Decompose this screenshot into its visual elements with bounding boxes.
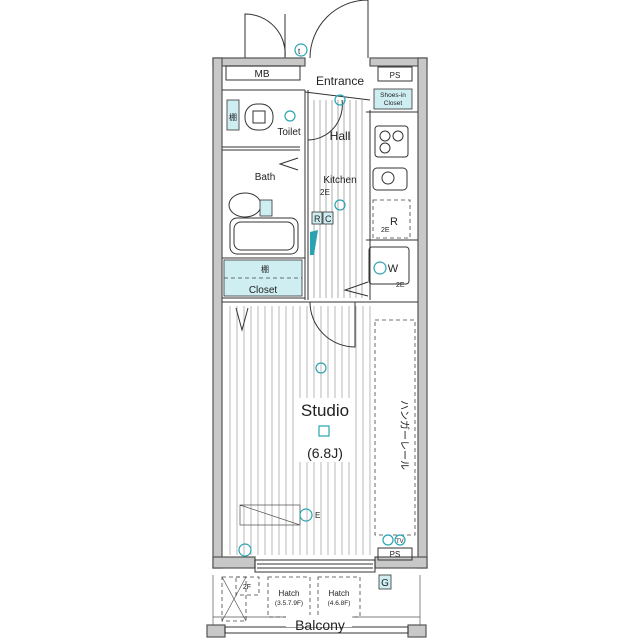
tv-outlet-icon: [394, 534, 406, 546]
outlet-icon: [299, 508, 313, 522]
fridge-label: R: [390, 216, 398, 228]
hatch-2-label: Hatch: [329, 589, 350, 598]
distribution-board-icon: [310, 230, 318, 255]
entrance-label: Entrance: [316, 74, 364, 88]
entrance-door[interactable]: [309, 0, 369, 59]
outlet-2e-label: 2E: [320, 188, 330, 197]
shoes-closet: [373, 88, 413, 110]
hall-label: Hall: [330, 129, 351, 143]
gas-meter-label: G: [381, 578, 389, 589]
shoes-closet-label: Shoes-in: [380, 92, 406, 99]
toilet-shelf-label: 棚: [229, 112, 237, 122]
hatch-1-floors: (3.5.7.9F): [275, 600, 303, 607]
studio-door[interactable]: [309, 301, 356, 348]
kitchen-label: Kitchen: [323, 175, 356, 186]
hatch-1-label: Hatch: [279, 589, 300, 598]
interior-walls: [222, 89, 418, 303]
hatch-2-floors: (4.6.8F): [328, 600, 351, 607]
toilet-label: Toilet: [277, 127, 301, 138]
toilet-bowl: [244, 103, 274, 131]
light-icon: [334, 94, 346, 106]
studio-label: Studio: [301, 401, 349, 420]
bathtub: [229, 217, 299, 255]
light-icon: [334, 199, 346, 211]
shoes-closet-label-2: Closet: [384, 100, 403, 107]
closet-label: Closet: [249, 285, 278, 296]
outer-walls: [206, 57, 428, 638]
outlet-e-label: E: [315, 511, 320, 520]
tv-label: TV: [396, 539, 404, 545]
hanger-rail-label: ハンガーレール: [398, 400, 410, 470]
washbasin: [228, 192, 262, 218]
fridge-space: [372, 199, 411, 239]
bath-label: Bath: [255, 172, 276, 183]
mb-box: [225, 65, 301, 81]
balcony-window[interactable]: [254, 559, 376, 573]
closet-shelf-label: 棚: [261, 264, 269, 274]
light-icon: [284, 110, 296, 122]
floor-2f-label: 2F: [243, 584, 251, 591]
rc-r-label: R: [314, 214, 321, 224]
ps-top-label: PS: [390, 71, 401, 80]
gas-stove: [374, 125, 409, 158]
ps-bottom-label: PS: [390, 550, 401, 559]
balcony-label: Balcony: [295, 617, 345, 633]
washer-space: [368, 246, 410, 285]
toilet-shelf: [226, 99, 240, 131]
hall-flooring: [313, 100, 363, 298]
washer-label: W: [388, 263, 399, 275]
ps-bottom-box: [377, 547, 413, 561]
closet-rail-area: [374, 319, 416, 536]
studio-size-label: (6.8J): [307, 445, 343, 461]
rc-c-label: C: [325, 214, 332, 224]
hatch-1: Hatch (3.5.7.9F): [267, 576, 311, 618]
intercom-icon: [294, 43, 308, 57]
hatch-2: Hatch (4.6.8F): [317, 576, 361, 618]
ladder-hatch: [221, 576, 247, 622]
light-icon: [315, 362, 327, 374]
hall-door[interactable]: [307, 99, 343, 141]
ps-top-box: [377, 66, 413, 82]
mb-door: [244, 13, 286, 59]
outlet-2e-label: 2E: [381, 227, 390, 234]
intercom-label: t: [298, 47, 301, 56]
kitchen-sink: [372, 167, 408, 191]
outlet-2e-label: 2E: [396, 282, 405, 289]
mb-label: MB: [255, 69, 270, 80]
